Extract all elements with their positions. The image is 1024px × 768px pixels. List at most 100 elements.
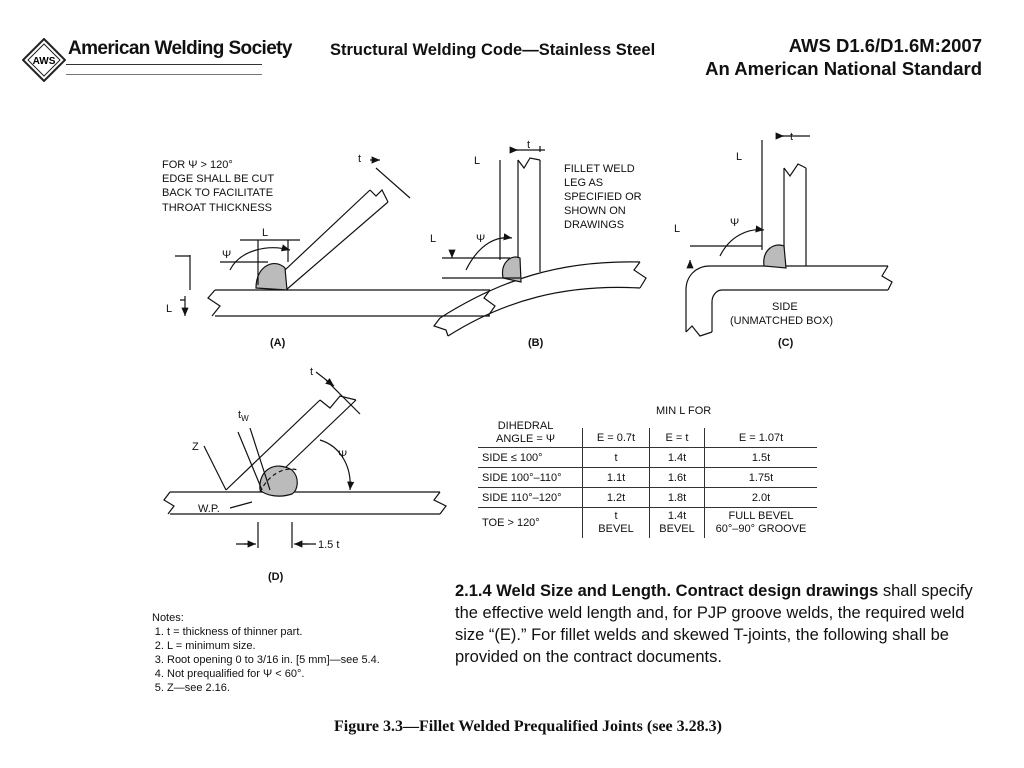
notes-heading: Notes:: [152, 612, 184, 624]
panel-b-note-1: FILLET WELD: [564, 163, 635, 175]
panel-a-l-top: L: [262, 227, 268, 239]
panel-a-label: (A): [270, 337, 286, 349]
logo-rule: [66, 64, 262, 65]
table-row: SIDE 110°–120° 1.2t 1.8t 2.0t: [478, 487, 817, 508]
table-cell: 1.4t: [649, 447, 705, 468]
table-col-3: E = 1.07t: [704, 428, 817, 448]
table-row-label: TOE > 120°: [478, 507, 583, 538]
panel-c-t: t: [790, 131, 793, 143]
table-col-2: E = t: [649, 428, 705, 448]
table-cell: 2.0t: [704, 487, 817, 508]
panel-a-dim-t: [375, 167, 411, 199]
panel-a-l-left: L: [166, 303, 172, 315]
panel-d-weld: [259, 465, 298, 497]
panel-d-wp-leader: [229, 501, 253, 509]
panel-b-weld: [501, 256, 522, 283]
figure-notes: Notes: t = thickness of thinner part. L …: [152, 611, 380, 695]
standard-type: An American National Standard: [705, 58, 982, 79]
table-row-label: SIDE 100°–110°: [478, 467, 583, 488]
section-heading: 2.1.4 Weld Size and Length. Contract des…: [455, 582, 879, 600]
panel-b-curved-plate: [439, 261, 641, 337]
table-cell: 1.8t: [649, 487, 705, 508]
table-cell: 1.6t: [649, 467, 705, 488]
panel-b-member-break: [517, 157, 541, 170]
table-row: SIDE 100°–110° 1.1t 1.6t 1.75t: [478, 467, 817, 488]
panel-a-t: t: [358, 153, 361, 165]
panel-d-z: Z: [192, 441, 199, 453]
panel-c-member: [783, 168, 807, 266]
logo-rule-thin: [66, 74, 262, 75]
panel-a-break-right: [483, 289, 496, 317]
panel-c-weld: [763, 244, 787, 269]
panel-b-member: [517, 160, 541, 272]
panel-b: [433, 146, 647, 337]
panel-a-dim-l-left: [175, 255, 191, 290]
panel-d-psi: Ψ: [338, 449, 347, 461]
panel-a-break-left: [207, 289, 221, 317]
figure-caption: Figure 3.3—Fillet Welded Prequalified Jo…: [334, 718, 722, 735]
panel-b-note-3: SPECIFIED OR: [564, 191, 642, 203]
panel-c-side-1: SIDE: [772, 301, 798, 313]
panel-b-break-left: [433, 317, 449, 337]
table-cell: t: [582, 447, 650, 468]
panel-b-dim-l: [442, 257, 520, 279]
panel-a-member-break: [369, 188, 389, 203]
panel-b-note-5: DRAWINGS: [564, 219, 624, 231]
panel-d-base-plate: [170, 491, 440, 515]
org-name: American Welding Society: [68, 38, 292, 59]
panel-b-psi: Ψ: [476, 233, 485, 245]
section-paragraph: 2.1.4 Weld Size and Length. Contract des…: [455, 580, 975, 668]
panel-c-label: (C): [778, 337, 794, 349]
table-cell: 1.1t: [582, 467, 650, 488]
standard-number: AWS D1.6/D1.6M:2007: [788, 35, 982, 56]
aws-logo-icon: AWS: [22, 38, 66, 82]
panel-a-note-1: FOR Ψ > 120°: [162, 159, 233, 171]
table-row-label: SIDE 110°–120°: [478, 487, 583, 508]
standard-id: AWS D1.6/D1.6M:2007 An American National…: [705, 34, 982, 80]
section-body: shall specify the effective weld length …: [455, 582, 973, 666]
panel-d-tw-lines: [237, 427, 271, 491]
note-item: Z—see 2.16.: [167, 681, 380, 695]
table-cell: 1.2t: [582, 487, 650, 508]
table-header-row: E = 0.7t E = t E = 1.07t: [478, 428, 817, 448]
panel-c-psi: Ψ: [730, 217, 739, 229]
panel-d-tw: tW: [238, 409, 249, 423]
panel-b-l-left: L: [430, 233, 436, 245]
panel-a-psi: Ψ: [222, 249, 231, 261]
panel-d-t: t: [310, 366, 313, 378]
note-item: L = minimum size.: [167, 639, 380, 653]
panel-a-weld: [255, 263, 288, 291]
panel-b-t: t: [527, 139, 530, 151]
note-item: Not prequalified for Ψ < 60°.: [167, 667, 380, 681]
logo-letters: AWS: [33, 56, 56, 67]
panel-c: [685, 132, 893, 337]
note-item: Root opening 0 to 3/16 in. [5 mm]—see 5.…: [167, 653, 380, 667]
panel-c-l-top: L: [736, 151, 742, 163]
panel-d-z-line: [203, 445, 227, 491]
table-row: SIDE ≤ 100° t 1.4t 1.5t: [478, 447, 817, 468]
panel-b-label: (B): [528, 337, 544, 349]
panel-a-note-3: BACK TO FACILITATE: [162, 187, 273, 199]
table-cell: 1.5t: [704, 447, 817, 468]
table-col-1: E = 0.7t: [582, 428, 650, 448]
note-item: t = thickness of thinner part.: [167, 625, 380, 639]
panel-c-l-left: L: [674, 223, 680, 235]
panel-c-side-2: (UNMATCHED BOX): [730, 315, 833, 327]
min-l-table: E = 0.7t E = t E = 1.07t SIDE ≤ 100° t 1…: [478, 428, 817, 538]
panel-a: [175, 156, 496, 317]
notes-list: t = thickness of thinner part. L = minim…: [152, 625, 380, 695]
panel-d-label: (D): [268, 571, 284, 583]
panel-b-note-4: SHOWN ON: [564, 205, 626, 217]
panel-b-l-top: L: [474, 155, 480, 167]
panel-a-note-2: EDGE SHALL BE CUT: [162, 173, 274, 185]
panel-d: [163, 371, 447, 548]
panel-a-note-4: THROAT THICKNESS: [162, 202, 272, 214]
panel-d-dim: [236, 522, 316, 548]
table-cell: 1.75t: [704, 467, 817, 488]
table-row-label: SIDE ≤ 100°: [478, 447, 583, 468]
doc-title: Structural Welding Code—Stainless Steel: [330, 41, 656, 59]
